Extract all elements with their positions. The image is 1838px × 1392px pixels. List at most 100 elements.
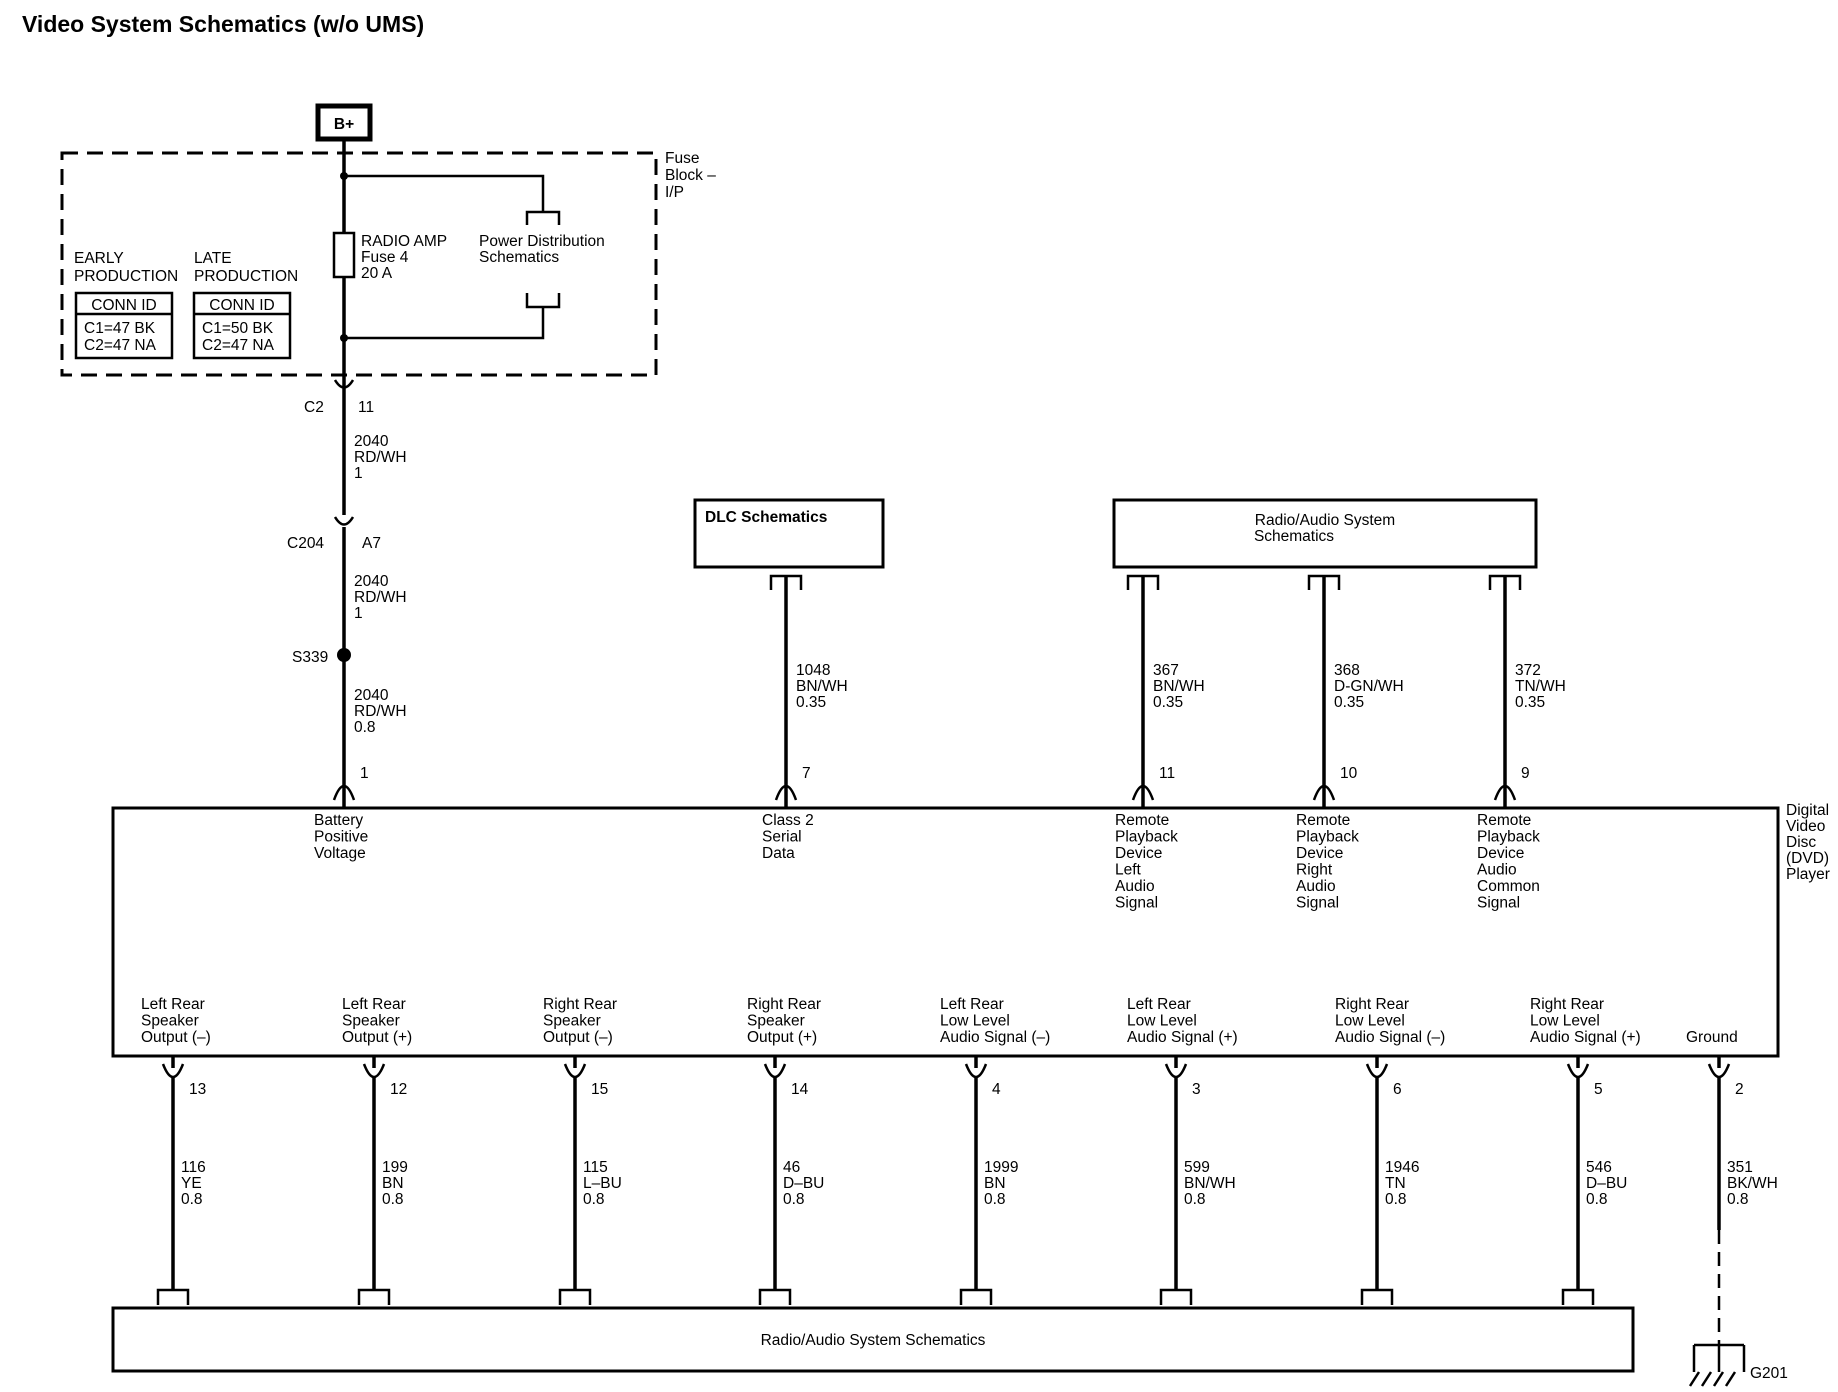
svg-text:PRODUCTION: PRODUCTION	[74, 268, 178, 285]
circuit-label: Right Rear	[1530, 996, 1604, 1013]
wire-2040-b: 2040	[354, 573, 389, 590]
svg-text:PRODUCTION: PRODUCTION	[194, 268, 298, 285]
circuit-label: Class 2	[762, 812, 814, 829]
pin-number: 15	[591, 1081, 608, 1098]
c204-pin: A7	[362, 535, 381, 552]
ground-label: G201	[1750, 1365, 1788, 1382]
svg-text:RD/WH: RD/WH	[354, 449, 407, 466]
wire-115: 115	[583, 1159, 608, 1176]
svg-text:Audio: Audio	[1296, 878, 1336, 895]
fuse-label-2: Fuse 4	[361, 249, 409, 266]
wire-1999: 1999	[984, 1159, 1018, 1176]
svg-text:Audio Signal (+): Audio Signal (+)	[1530, 1029, 1641, 1046]
svg-text:C2=47 NA: C2=47 NA	[84, 337, 157, 354]
svg-text:0.35: 0.35	[1153, 694, 1183, 711]
circuit-label: Battery	[314, 812, 363, 829]
radio-audio-top-label-1: Radio/Audio System	[1255, 512, 1395, 529]
wire-46: 46	[783, 1159, 800, 1176]
radio-audio-top-label-2: Schematics	[1254, 528, 1334, 545]
svg-text:1: 1	[354, 465, 363, 482]
svg-text:LATE: LATE	[194, 250, 232, 267]
svg-text:Device: Device	[1477, 845, 1524, 862]
wire-116: 116	[181, 1159, 206, 1176]
svg-text:Output (+): Output (+)	[747, 1029, 817, 1046]
svg-text:Audio Signal (–): Audio Signal (–)	[940, 1029, 1050, 1046]
svg-text:BN/WH: BN/WH	[796, 678, 848, 695]
pin-number: 5	[1594, 1081, 1603, 1098]
svg-text:0.8: 0.8	[1727, 1191, 1749, 1208]
svg-text:0.35: 0.35	[796, 694, 826, 711]
circuit-label: Left Rear	[141, 996, 205, 1013]
svg-text:0.8: 0.8	[984, 1191, 1006, 1208]
svg-text:RD/WH: RD/WH	[354, 589, 407, 606]
svg-text:Serial: Serial	[762, 829, 802, 846]
svg-text:(DVD): (DVD)	[1786, 850, 1829, 867]
pin-number: 2	[1735, 1081, 1744, 1098]
svg-text:Audio Signal (–): Audio Signal (–)	[1335, 1029, 1445, 1046]
pin-number: 13	[189, 1081, 206, 1098]
svg-text:TN/WH: TN/WH	[1515, 678, 1566, 695]
fuse-block-label-3: I/P	[665, 184, 684, 201]
svg-text:Speaker: Speaker	[543, 1013, 601, 1030]
svg-text:C1=47 BK: C1=47 BK	[84, 320, 156, 337]
pin-number: 11	[1159, 765, 1175, 782]
svg-text:Signal: Signal	[1477, 895, 1520, 912]
svg-text:Speaker: Speaker	[342, 1013, 400, 1030]
svg-text:L–BU: L–BU	[583, 1175, 622, 1192]
early-production-conn-id: EARLY PRODUCTION CONN ID C1=47 BK C2=47 …	[74, 250, 178, 360]
pin-number: 7	[802, 765, 811, 782]
fuse-block-label-2: Block –	[665, 167, 716, 184]
svg-text:Low Level: Low Level	[1127, 1013, 1197, 1030]
svg-text:0.8: 0.8	[382, 1191, 404, 1208]
circuit-label: Right Rear	[543, 996, 617, 1013]
fuse-4-symbol	[332, 231, 356, 279]
svg-text:BN: BN	[382, 1175, 404, 1192]
svg-text:Device: Device	[1296, 845, 1343, 862]
battery-positive: B+	[315, 103, 373, 142]
svg-text:0.8: 0.8	[1385, 1191, 1407, 1208]
power-dist-ref-2: Schematics	[479, 249, 559, 266]
pin-number: 6	[1393, 1081, 1402, 1098]
top-pin-9: 372TN/WH0.359RemotePlaybackDeviceAudioCo…	[1477, 574, 1566, 912]
dvd-player-box	[111, 806, 1780, 1058]
battery-label: B+	[334, 116, 354, 133]
c2-pin: 11	[358, 399, 374, 416]
svg-text:CONN ID: CONN ID	[91, 297, 156, 314]
svg-text:0.8: 0.8	[1586, 1191, 1608, 1208]
svg-text:0.8: 0.8	[181, 1191, 203, 1208]
dlc-schematics-box	[693, 498, 885, 569]
svg-text:Audio: Audio	[1477, 862, 1517, 879]
circuit-label: Left Rear	[342, 996, 406, 1013]
svg-text:Output (–): Output (–)	[141, 1029, 211, 1046]
wire-599: 599	[1184, 1159, 1210, 1176]
svg-text:0.8: 0.8	[783, 1191, 805, 1208]
svg-text:YE: YE	[181, 1175, 202, 1192]
svg-text:Audio: Audio	[1115, 878, 1155, 895]
fuse-block-outline	[60, 151, 658, 377]
svg-text:Digital: Digital	[1786, 802, 1829, 819]
wire-2040-a: 2040	[354, 433, 389, 450]
power-dist-ref-1: Power Distribution	[479, 233, 605, 250]
svg-text:Output (+): Output (+)	[342, 1029, 412, 1046]
wire-367: 367	[1153, 662, 1179, 679]
svg-text:Speaker: Speaker	[141, 1013, 199, 1030]
dlc-schematics-label: DLC Schematics	[705, 509, 827, 526]
dvd-player-label: Digital Video Disc (DVD) Player	[1786, 802, 1830, 883]
circuit-label: Left Rear	[940, 996, 1004, 1013]
svg-text:Audio Signal (+): Audio Signal (+)	[1127, 1029, 1238, 1046]
svg-text:D–BU: D–BU	[783, 1175, 824, 1192]
wire-372: 372	[1515, 662, 1541, 679]
svg-text:RD/WH: RD/WH	[354, 703, 407, 720]
circuit-label: Remote	[1115, 812, 1169, 829]
dvd-top-pins: 1BatteryPositiveVoltage1048BN/WH0.357Cla…	[314, 574, 1566, 912]
fuse-block-label-1: Fuse	[665, 150, 699, 167]
ground-g201: G201	[1688, 1230, 1788, 1387]
svg-text:Voltage: Voltage	[314, 845, 366, 862]
svg-text:Low Level: Low Level	[940, 1013, 1010, 1030]
wire-1946: 1946	[1385, 1159, 1419, 1176]
